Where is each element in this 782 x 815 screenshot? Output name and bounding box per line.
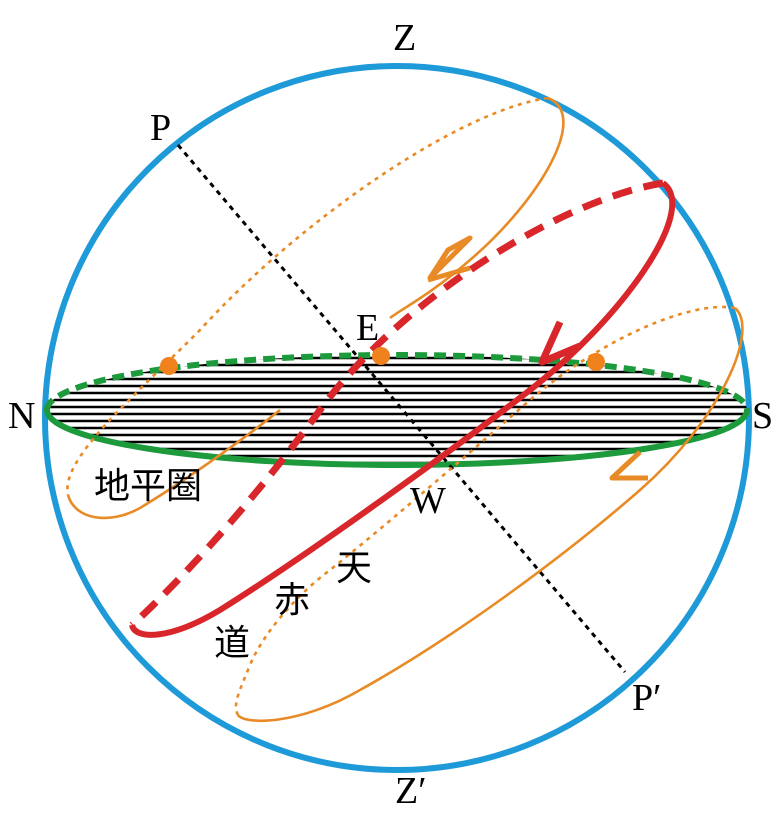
day-circle-north-arrow (427, 235, 473, 283)
label-south-pole: P′ (632, 677, 661, 719)
label-nadir: Z′ (395, 770, 427, 812)
label-north-pole: P (150, 107, 171, 149)
caption-equator-2: 赤 (274, 580, 310, 621)
celestial-equator (129, 179, 676, 638)
label-zenith: Z (393, 17, 416, 59)
caption-horizon: 地平圈 (94, 466, 202, 507)
day-circle-south-arrow (609, 450, 648, 481)
sun-dot-north (160, 357, 178, 375)
day-circle-south (234, 305, 744, 723)
sun-dot-south (587, 353, 605, 371)
label-west: W (410, 480, 446, 522)
label-north: N (8, 395, 35, 437)
horizon-back-edge (44, 352, 750, 411)
caption-equator-1: 天 (336, 548, 372, 589)
day-circle-north (66, 96, 565, 520)
label-east: E (356, 307, 379, 349)
label-south: S (752, 395, 773, 437)
celestial-sphere (42, 63, 752, 773)
caption-equator-3: 道 (214, 623, 250, 664)
sun-dot-east (372, 347, 390, 365)
celestial-equator-arrow (538, 320, 582, 366)
horizon-front-edge (44, 409, 750, 468)
